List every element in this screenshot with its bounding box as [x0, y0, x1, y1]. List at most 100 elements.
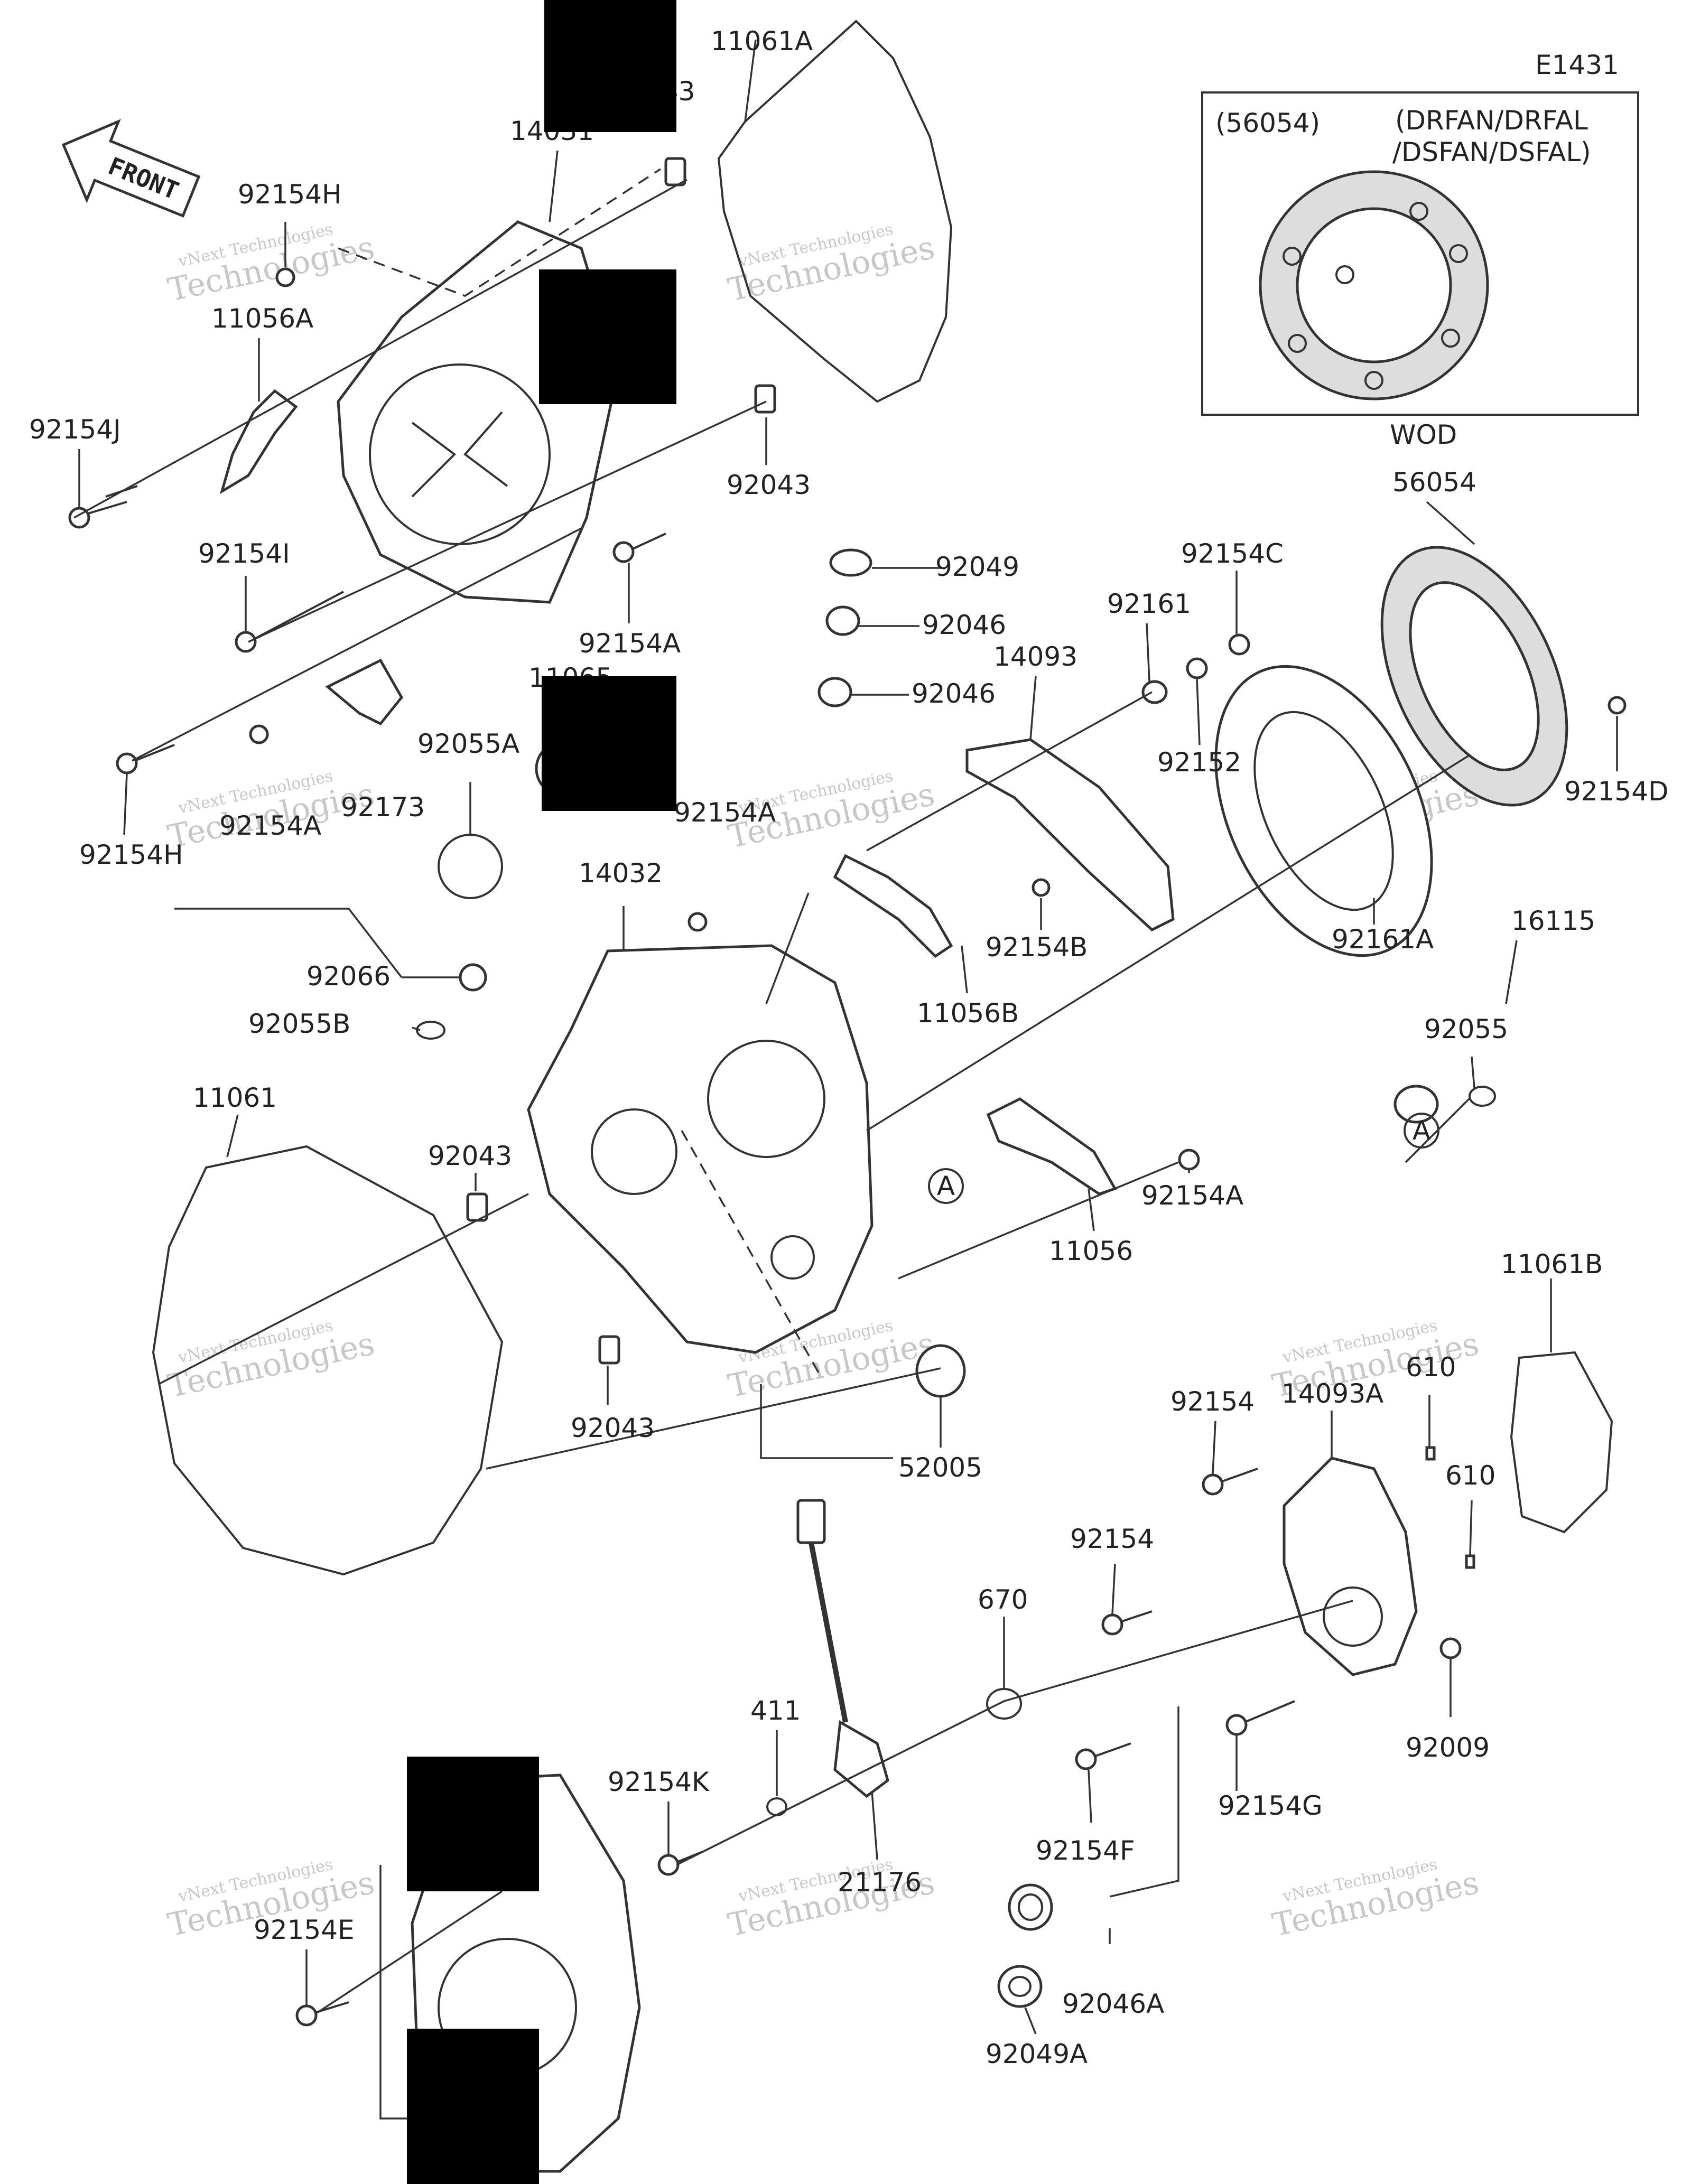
label-670: 670: [978, 1584, 1028, 1615]
label-92161: 92161: [1107, 589, 1191, 619]
inset-models-line1: (DRFAN/DRFAL: [1395, 105, 1588, 136]
label-16115: 16115: [1511, 906, 1595, 936]
redaction-block: [544, 0, 676, 132]
leader-92154F: [1088, 1769, 1092, 1823]
front-arrow: FRONT: [61, 119, 201, 218]
bracket-11056B: [833, 854, 953, 958]
plate-inner: [1253, 711, 1394, 911]
label-92173: 92173: [341, 792, 425, 823]
dowel-92043: [754, 384, 776, 414]
assembly-line: [866, 691, 1153, 852]
leader-92152: [1196, 678, 1201, 745]
label-92049A: 92049A: [986, 2039, 1088, 2069]
oring-92055A: [438, 834, 503, 899]
leader-11056: [1088, 1188, 1095, 1231]
bolt-92154-b: [1101, 1613, 1123, 1636]
seal-92049A: [997, 1965, 1043, 2008]
leader-21176: [871, 1790, 878, 1860]
reference-marker-a: A: [928, 1168, 964, 1204]
bolt-hole: [1335, 265, 1354, 284]
bolt-92154I-shaft: [253, 591, 344, 640]
bolt-92154F: [1075, 1748, 1097, 1770]
assembly-line: [132, 527, 582, 762]
bracket-11056A: [219, 389, 298, 494]
label-92154A-c: 92154A: [219, 810, 321, 841]
bolt-92154-a: [1202, 1473, 1224, 1496]
leader-92154H-bot: [123, 773, 128, 835]
label-92154A-d: 92154A: [1141, 1180, 1243, 1211]
bolt-92009: [1439, 1637, 1462, 1659]
clutch-cover-sight: [770, 1235, 815, 1280]
assembly-line: [486, 1367, 941, 1470]
label-11056: 11056: [1049, 1236, 1133, 1266]
leader-11056B: [961, 945, 968, 994]
guide-14093: [965, 738, 1175, 932]
assembly-line: [765, 892, 810, 1004]
collar-92161: [1141, 680, 1168, 704]
bolt-hole: [1283, 247, 1302, 266]
sensor-21176: [833, 1720, 889, 1798]
bolt-hole: [1449, 244, 1468, 263]
bolt-92154A-d: [1178, 1149, 1200, 1171]
pin-610-a: [1425, 1446, 1436, 1461]
label-92043c: 92043: [428, 1141, 512, 1171]
label-92154E: 92154E: [254, 1915, 355, 1945]
leader-lines: [73, 39, 1618, 2120]
inset-footer: WOD: [1390, 419, 1457, 450]
label-92154F: 92154F: [1036, 1835, 1135, 1866]
bolt-92154H-bot: [116, 752, 138, 774]
label-52005: 52005: [898, 1452, 982, 1483]
label-92154-a: 92154: [1170, 1386, 1255, 1417]
label-11061A: 11061A: [711, 26, 813, 57]
label-92154H-top: 92154H: [238, 179, 342, 210]
leader-16115: [1505, 940, 1518, 1004]
bolt-shaft: [1120, 1610, 1153, 1623]
bolt-92154D: [1608, 696, 1627, 715]
assembly-line: [317, 1890, 503, 2014]
dowel-92043-d: [598, 1335, 620, 1365]
label-92046b: 92046: [912, 678, 996, 709]
needle-bearing-92046-b: [817, 677, 852, 707]
oring-411: [766, 1797, 787, 1816]
redaction-block: [407, 1757, 539, 1891]
bracket-line: [174, 908, 403, 978]
bolt-shaft: [1244, 1700, 1295, 1723]
label-21176: 21176: [838, 1867, 922, 1898]
leader-92161: [1146, 623, 1150, 682]
label-92152: 92152: [1157, 747, 1241, 778]
bolt-92154B: [1032, 878, 1051, 897]
bolt-hole: [1288, 334, 1307, 353]
bolt-92154K: [657, 1854, 680, 1876]
inset-part-ref: (56054): [1215, 108, 1320, 138]
marker-a-label: A: [1413, 1115, 1430, 1146]
cover-14093A-boss: [1323, 1586, 1383, 1647]
assembly-line: [898, 1161, 1179, 1280]
label-92046a: 92046: [922, 610, 1006, 640]
marker-a-circle: [928, 1168, 964, 1204]
label-92154H-bot: 92154H: [79, 839, 183, 870]
dashed-guide: [681, 1130, 820, 1374]
label-92066: 92066: [306, 961, 391, 992]
marker-a-circle: [1404, 1113, 1439, 1149]
bracket-line: [760, 1384, 893, 1459]
gasket-11061A: [717, 20, 953, 403]
bolt-92154A-c: [249, 724, 269, 744]
plate-92161A: [1214, 665, 1433, 957]
leader-14031: [549, 150, 559, 222]
label-11061: 11061: [193, 1082, 277, 1113]
pin-610-b: [1465, 1554, 1475, 1569]
clutch-cover-port: [591, 1108, 677, 1195]
bracket-11056: [986, 1097, 1117, 1196]
bolt-92154E: [295, 2004, 318, 2027]
leader-92055B: [412, 1026, 421, 1031]
assembly-line: [676, 1600, 1353, 1866]
leader-14093: [1029, 676, 1037, 740]
redaction-block: [542, 676, 676, 811]
label-610b: 610: [1445, 1460, 1495, 1491]
needle-bearing-92046A: [1008, 1883, 1053, 1931]
gasket-inner: [1296, 207, 1452, 363]
dashed-guide: [338, 168, 661, 297]
gasket-56054-inner: [1409, 581, 1540, 771]
redaction-block: [407, 2029, 539, 2184]
